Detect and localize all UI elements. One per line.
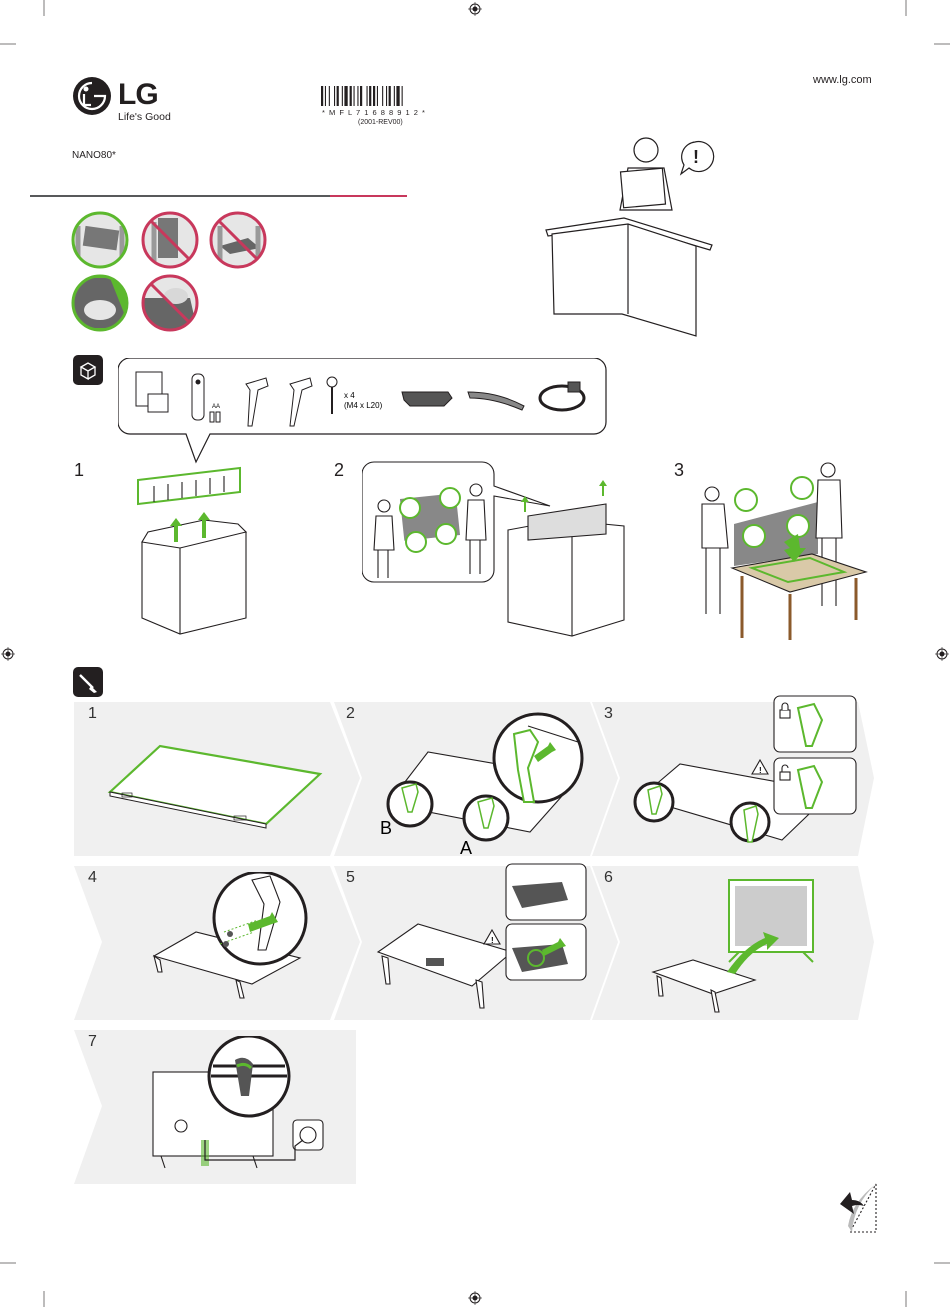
handling-guide-icons: [71, 211, 267, 332]
assembly-step-1-number: 1: [88, 705, 97, 722]
assembly-step-4-number: 4: [88, 869, 97, 886]
batteries-icon: [209, 411, 221, 423]
assembly-step-6-number: 6: [604, 869, 613, 886]
assembly-tool-icon: [73, 667, 103, 697]
assembly-step-1-illustration: [107, 744, 323, 829]
svg-text:!: !: [491, 936, 494, 945]
cable-cover-icon: [401, 391, 453, 407]
svg-text:!: !: [693, 147, 699, 167]
lg-logo-icon: [73, 77, 111, 115]
stand-leg-icon-2: [289, 377, 313, 427]
screw-size: (M4 x L20): [344, 401, 383, 410]
assembly-step-7-number: 7: [88, 1033, 97, 1050]
assembly-step-7-illustration: [152, 1036, 324, 1169]
assembly-step-2-number: 2: [346, 705, 355, 722]
stand-label-a: A: [460, 838, 472, 857]
page-turn-icon: [840, 1183, 877, 1233]
brand-name: LG: [118, 78, 159, 111]
remote-icon: [191, 373, 205, 421]
assembly-step-5-illustration: !: [376, 863, 587, 1009]
header-divider: [30, 195, 407, 197]
unpack-step-3-illustration: [701, 462, 868, 640]
ok-carry-upright-icon: [71, 211, 129, 269]
unpack-step-2-number: 2: [334, 460, 345, 480]
stand-leg-icon: [245, 377, 269, 427]
assembly-step-6-illustration: [651, 879, 814, 1013]
assembly-step-4-illustration: [152, 872, 308, 999]
unpack-step-1-number: 1: [74, 460, 85, 480]
svg-text:!: !: [759, 766, 762, 775]
assembly-step-5-number: 5: [346, 869, 355, 886]
registration-mark-bottom: [468, 1291, 482, 1305]
stand-label-b: B: [380, 818, 392, 838]
website-url[interactable]: www.lg.com: [813, 74, 872, 86]
registration-mark-right: [935, 647, 949, 661]
manual-icon: [135, 371, 169, 413]
model-number: NANO80*: [72, 150, 116, 161]
unpack-step-3-number: 3: [674, 460, 685, 480]
barcode-icon: [321, 86, 403, 106]
battery-label: AA: [212, 404, 220, 410]
power-cable-icon: [538, 381, 586, 412]
assembly-step-3-number: 3: [604, 705, 613, 722]
caution-read-manual-illustration: !: [545, 137, 715, 337]
cable-holder-icon: [467, 391, 525, 411]
prohibited-touch-screen-icon: [141, 274, 199, 332]
registration-mark-top: [468, 2, 482, 16]
assembly-step-2-illustration: B A: [380, 712, 584, 857]
unpack-step-2-illustration: [362, 461, 625, 637]
prohibited-carry-horizontal-icon: [209, 211, 267, 269]
box-contents-icon: [73, 355, 103, 385]
screw-quantity: x 4: [344, 391, 355, 400]
registration-mark-left: [1, 647, 15, 661]
barcode-revision: (2001-REV00): [358, 119, 403, 126]
prohibited-carry-flat-icon: [141, 211, 199, 269]
screw-icon: [326, 376, 338, 414]
ok-hold-edge-icon: [71, 274, 129, 332]
accessories-bubble: x 4 (M4 x L20) AA: [118, 358, 607, 464]
assembly-step-3-illustration: !: [633, 695, 857, 843]
brand-tagline: Life's Good: [118, 111, 171, 123]
unpack-step-1-illustration: [137, 466, 248, 635]
barcode-text: * M F L 7 1 6 8 8 9 1 2 *: [322, 108, 426, 117]
